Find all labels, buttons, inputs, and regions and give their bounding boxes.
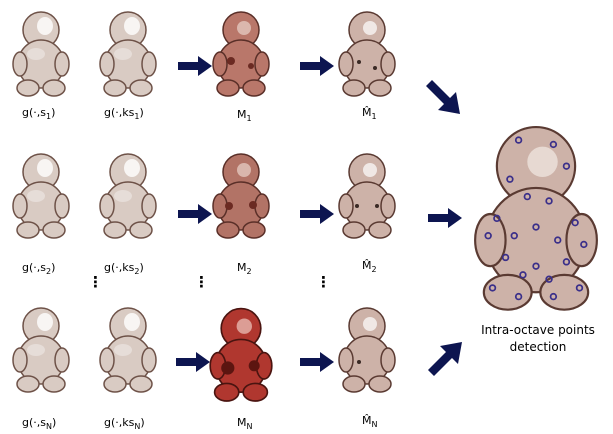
label-row1-m-hat: M̂1 (362, 106, 377, 122)
label-row2-g-s: g(·,s2) (22, 261, 56, 277)
ellipsis-col1: ⋮ (88, 273, 103, 291)
arrow-rowN-to-result (428, 342, 462, 376)
figure-row1-smooth-small (10, 6, 72, 102)
label-rowN-m: MN (237, 416, 253, 432)
figure-row2-smooth-small (10, 148, 72, 244)
figure-row2-density (210, 148, 272, 244)
figure-row1-smooth-large (97, 6, 159, 102)
figure-row2-smooth-large (97, 148, 159, 244)
arrow-row2-to-binary (300, 204, 334, 224)
figure-row1-binary (336, 6, 398, 102)
figure-result-keypoints (466, 114, 606, 318)
figure-row1-density (210, 6, 272, 102)
arrow-row1-to-result (426, 80, 460, 114)
arrow-row2-to-density (178, 204, 212, 224)
arrow-rowN-to-binary (300, 352, 334, 372)
arrow-row1-to-density (178, 56, 212, 76)
ellipsis-col3: ⋮ (316, 273, 331, 291)
label-row1-g-s: g(·,s1) (22, 106, 56, 122)
label-rowN-g-s: g(·,sN) (22, 416, 57, 432)
label-rowN-g-ks: g(·,ksN) (104, 416, 145, 432)
label-row2-m: M2 (237, 261, 252, 277)
label-row1-m: M1 (237, 108, 252, 124)
figure-row2-binary (336, 148, 398, 244)
label-rowN-m-hat: M̂N (362, 414, 378, 430)
figure-rowN-binary (336, 302, 398, 398)
figure-rowN-density (208, 302, 274, 416)
result-caption: Intra-octave points detection (468, 322, 608, 356)
arrow-row1-to-binary (300, 56, 334, 76)
label-row1-g-ks: g(·,ks1) (104, 106, 144, 122)
figure-rowN-smooth-large (97, 302, 159, 398)
figure-rowN-smooth-small (10, 302, 72, 398)
caption-line2: detection (509, 340, 567, 354)
label-row2-m-hat: M̂2 (362, 259, 377, 275)
ellipsis-col2: ⋮ (194, 273, 209, 291)
arrow-row2-to-result (428, 208, 462, 228)
label-row2-g-ks: g(·,ks2) (104, 261, 144, 277)
caption-line1: Intra-octave points (481, 323, 595, 337)
arrow-rowN-to-density (176, 352, 210, 372)
